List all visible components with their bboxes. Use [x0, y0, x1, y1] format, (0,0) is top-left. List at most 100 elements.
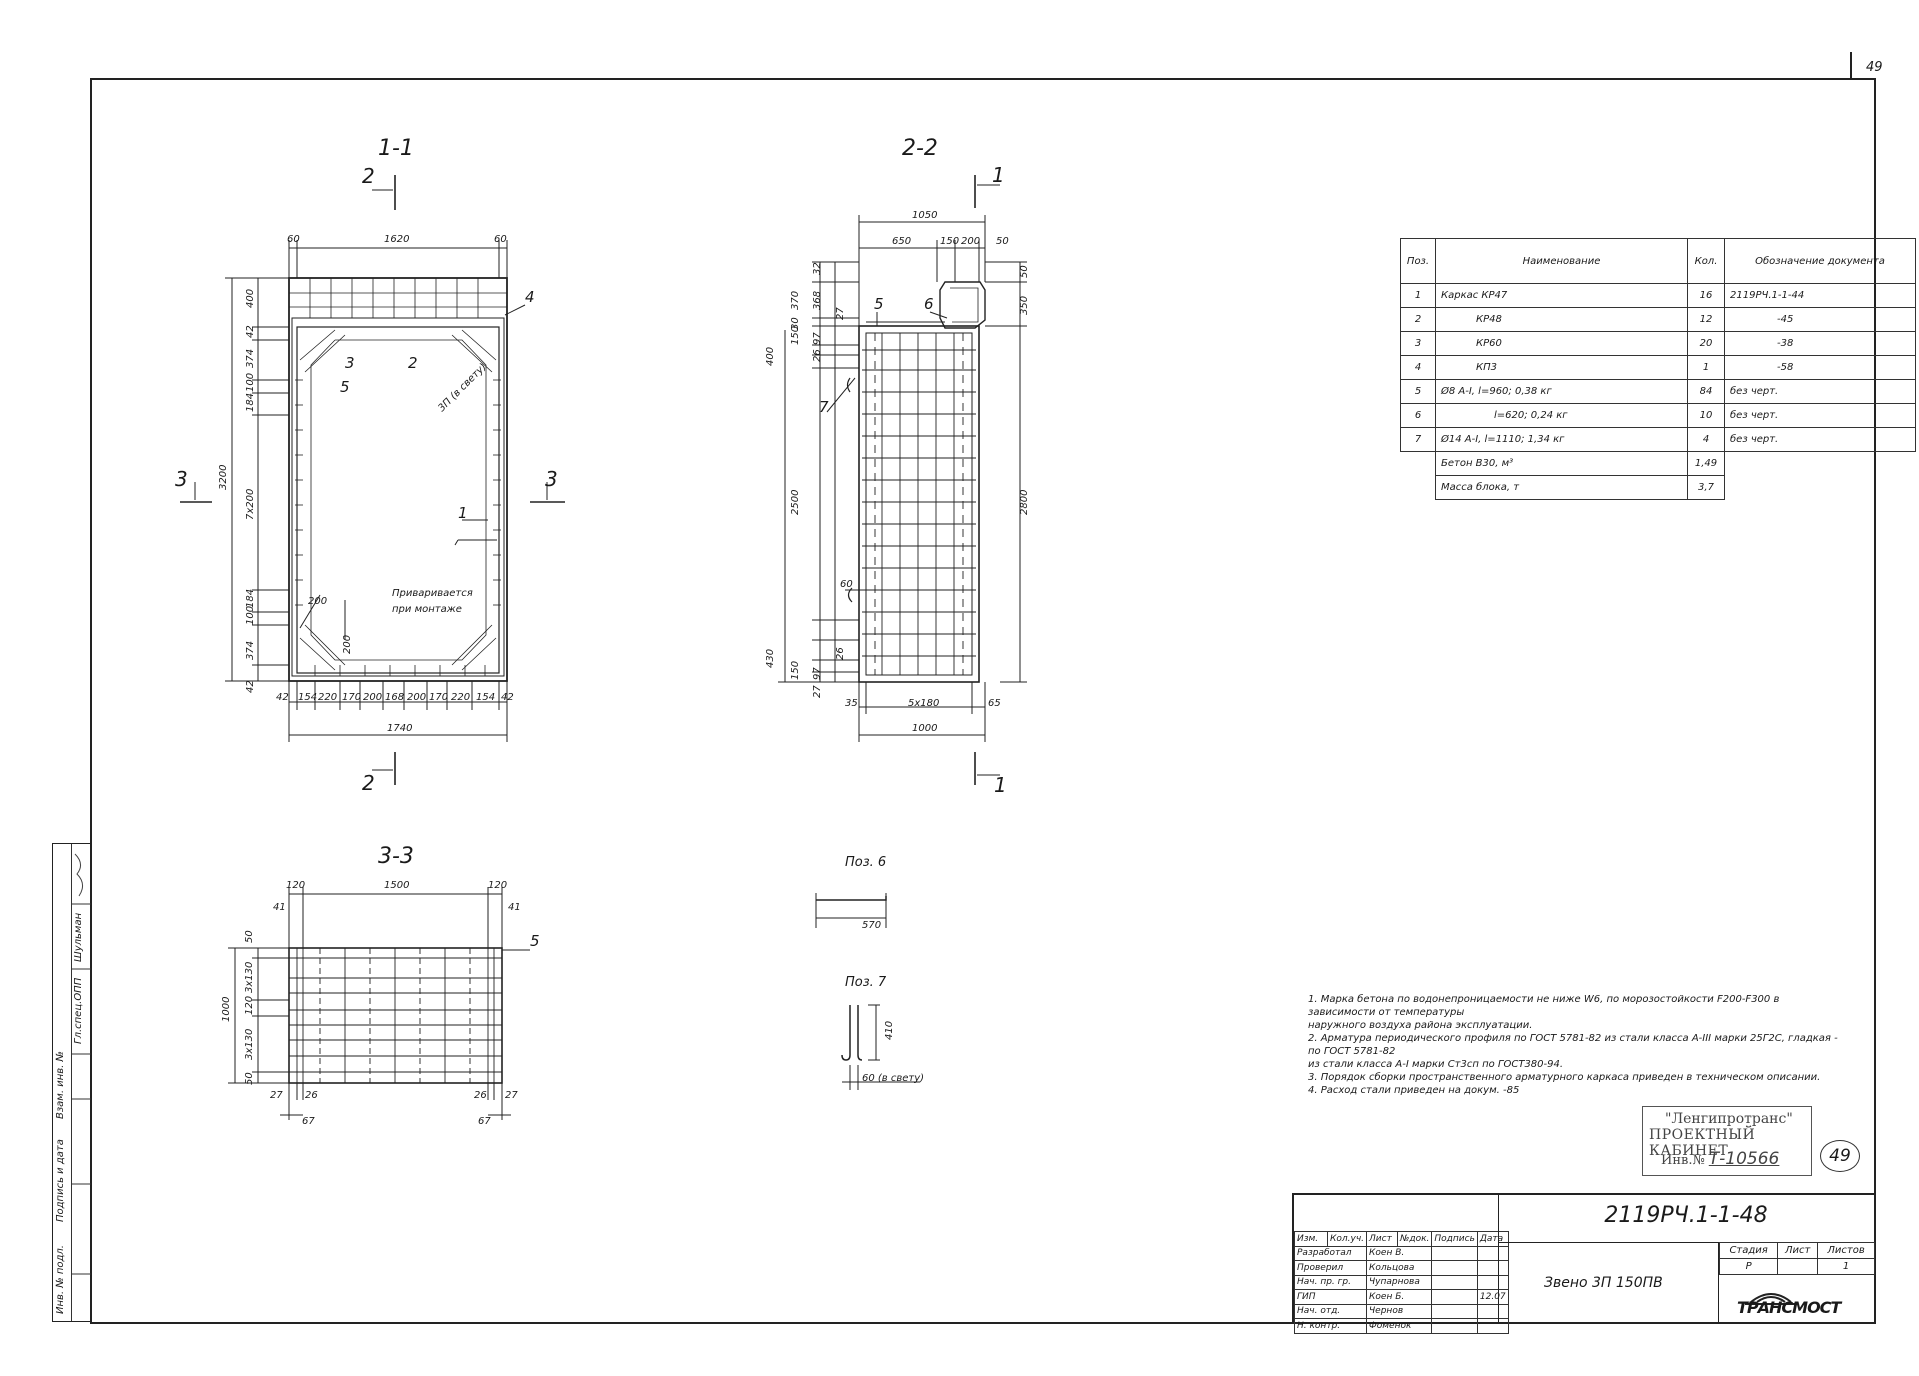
cell: Фоменок [1366, 1318, 1433, 1334]
left-strip: Инв. № подл. Подпись и дата Взам. инв. №… [52, 843, 92, 1322]
stage-table: Стадия Лист Листов Р 1 [1718, 1242, 1875, 1275]
cell: без черт. [1724, 403, 1916, 428]
cut-mark-bottom: 2 [362, 771, 375, 795]
cell: Каркас КР47 [1435, 283, 1688, 308]
cell: 3,7 [1687, 475, 1725, 500]
table-row: 2 КР48 12 -45 [1400, 307, 1916, 332]
cell: Лист [1366, 1231, 1399, 1247]
dim-65: 65 [988, 698, 1001, 709]
dim-368: 368 [812, 291, 823, 310]
cell: Листов [1817, 1242, 1875, 1259]
cell: Лист [1777, 1242, 1819, 1259]
dim-left-9: 42 [245, 680, 256, 693]
spec-header-doc: Обозначение документа [1724, 238, 1916, 284]
poz-6-sketch [815, 893, 887, 928]
dim-bottom-5: 168 [385, 692, 404, 703]
note-line: 2. Арматура периодического профиля по ГО… [1308, 1033, 1838, 1057]
dim-left-0: 400 [245, 289, 256, 308]
dim-97: 97 [812, 332, 823, 345]
dim33-left-1: 3x130 [244, 962, 255, 993]
dim-97b: 97 [812, 667, 823, 680]
dim-top-0: 60 [287, 234, 300, 245]
cell: -45 [1724, 307, 1916, 332]
cell: Ø14 А-I, l=1110; 1,34 кг [1435, 427, 1688, 452]
cell: Бетон В30, м³ [1435, 451, 1688, 476]
poz-7-sketch [841, 1004, 920, 1090]
cell: №док. [1397, 1231, 1433, 1247]
cell: Чупарнова [1366, 1274, 1433, 1290]
table-row: Масса блока, т 3,7 [1400, 475, 1916, 500]
cut-mark-1-bottom: 1 [994, 773, 1007, 797]
poz7-title: Поз. 7 [845, 975, 887, 990]
title-block: Изм. Кол.уч. Лист №док. Подпись Дата Раз… [1292, 1193, 1875, 1334]
signature [74, 853, 83, 897]
strip-label-inv: Инв. № подл. [55, 1245, 66, 1314]
dim33-left-2: 120 [244, 996, 255, 1015]
view-2-2-title: 2-2 [902, 136, 938, 161]
dim-200b: 200 [342, 635, 353, 654]
cut-mark-left: 3 [175, 467, 188, 491]
signature-table: Изм. Кол.уч. Лист №док. Подпись Дата Раз… [1293, 1231, 1509, 1334]
cell: Р [1718, 1258, 1779, 1275]
table-row: 7 Ø14 А-I, l=1110; 1,34 кг 4 без черт. [1400, 427, 1916, 452]
dim-r50: 50 [1019, 265, 1030, 278]
dim-left-7: 100 [245, 606, 256, 625]
dim33-b2-0: 67 [302, 1116, 315, 1127]
strip-col-labels [53, 844, 72, 1321]
table-row: 5 Ø8 А-I, l=960; 0,38 кг 84 без черт. [1400, 379, 1916, 404]
cell: 16 [1687, 283, 1725, 308]
dim-200a: 200 [308, 596, 327, 607]
cell: КР48 [1435, 307, 1688, 332]
cell: 10 [1687, 403, 1725, 428]
cell: Н. контр. [1293, 1318, 1368, 1334]
poz7-dim-h: 410 [884, 1021, 895, 1040]
cell: 1 [1400, 283, 1436, 308]
dim-bottom-10: 42 [501, 692, 514, 703]
cell: без черт. [1724, 427, 1916, 452]
cell: 1,49 [1687, 451, 1725, 476]
dim-bottom-6: 200 [407, 692, 426, 703]
dim-400: 400 [765, 347, 776, 366]
callout-4: 4 [525, 288, 535, 306]
dim-1000: 1000 [912, 723, 937, 734]
cell: Разработал [1293, 1245, 1368, 1261]
note-line-2: при монтаже [392, 604, 462, 615]
cell: Подпись [1431, 1231, 1478, 1247]
cell: Дата [1476, 1231, 1509, 1247]
view-1-1 [180, 175, 565, 785]
cell: 3 [1400, 331, 1436, 356]
stamp-line-2: ПРОЕКТНЫЙ КАБИНЕТ [1649, 1127, 1756, 1159]
dim33-side-0: 41 [273, 902, 286, 913]
cell: Проверил [1293, 1260, 1368, 1276]
dim-150: 150 [940, 236, 959, 247]
note-line-1: Приваривается [392, 588, 473, 599]
cell: 5 [1400, 379, 1436, 404]
dim-top-1: 1620 [384, 234, 409, 245]
cut-mark-1-top: 1 [992, 163, 1005, 187]
dim-1050: 1050 [912, 210, 937, 221]
spec-table: Поз. Наименование Кол. Обозначение докум… [1400, 238, 1916, 500]
dim-bottom-1: 154 [298, 692, 317, 703]
spec-header-name: Наименование [1435, 238, 1688, 284]
dim-50: 50 [996, 236, 1009, 247]
cell: 1 [1817, 1258, 1875, 1275]
table-row: Нач. отд.Чернов [1293, 1303, 1509, 1319]
table-row: Н. контр.Фоменок [1293, 1318, 1509, 1334]
table-row: Стадия Лист Листов [1718, 1242, 1875, 1259]
dim-650: 650 [892, 236, 911, 247]
dim33-height: 1000 [221, 997, 232, 1022]
stamp-inv-label: Инв.№ [1661, 1153, 1705, 1168]
company-logo-icon [1745, 1293, 1797, 1305]
callout-3-5: 5 [530, 932, 540, 950]
note-line: 1. Марка бетона по водонепроницаемости н… [1308, 994, 1780, 1018]
signature [1431, 1289, 1478, 1305]
view-2-2 [778, 175, 1027, 785]
cell: Кольцова [1366, 1260, 1433, 1276]
table-row: Нач. пр. гр.Чупарнова [1293, 1274, 1509, 1290]
callout-2-6: 6 [924, 295, 934, 313]
cell: Нач. пр. гр. [1293, 1274, 1368, 1290]
